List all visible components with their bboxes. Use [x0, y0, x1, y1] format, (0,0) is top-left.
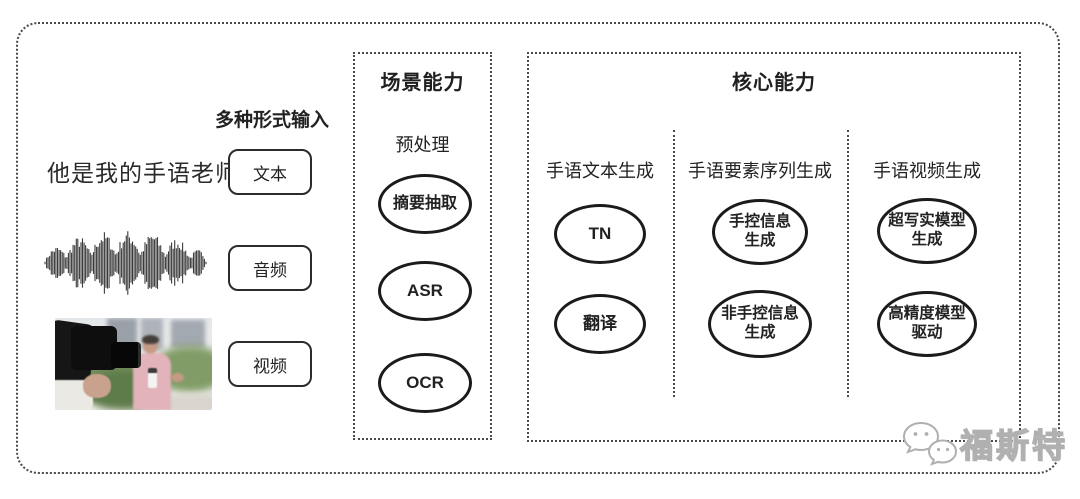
- reporter-hair: [142, 335, 159, 344]
- node-non-manual-info-generation: 非手控信息 生成: [708, 290, 812, 358]
- watermark: 福斯特: [900, 418, 1068, 468]
- camera-lens: [111, 342, 141, 368]
- scene-capability-box: 场景能力: [353, 52, 492, 440]
- column-separator: [847, 130, 849, 397]
- input-node-audio: 音频: [228, 245, 312, 291]
- node-ocr: OCR: [378, 353, 472, 413]
- node-hyperrealistic-model-generation: 超写实模型 生成: [877, 198, 977, 264]
- node-high-precision-model-driving: 高精度模型 驱动: [877, 291, 977, 357]
- column-title-video-generation: 手语视频生成: [873, 161, 981, 181]
- sample-text-sentence: 他是我的手语老师: [47, 160, 239, 186]
- node-translation: 翻译: [554, 294, 646, 354]
- core-capability-box: 核心能力: [527, 52, 1021, 442]
- cameraman-arm: [83, 374, 111, 398]
- photo-building: [171, 320, 205, 348]
- column-separator: [673, 130, 675, 397]
- input-node-video: 视频: [228, 341, 312, 387]
- reporter-microphone: [148, 368, 157, 388]
- node-asr: ASR: [378, 261, 472, 321]
- outer-dotted-border: [16, 22, 1060, 474]
- wechat-icon: [902, 421, 958, 466]
- column-title-element-sequence-generation: 手语要素序列生成: [688, 161, 832, 181]
- column-title-text-generation: 手语文本生成: [546, 161, 654, 181]
- camera-body: [71, 326, 117, 370]
- node-manual-info-generation: 手控信息 生成: [712, 199, 808, 265]
- core-box-title: 核心能力: [732, 72, 816, 94]
- scene-box-title: 场景能力: [380, 72, 465, 94]
- node-tn: TN: [554, 204, 646, 264]
- input-section-title: 多种形式输入: [214, 110, 330, 131]
- input-node-text: 文本: [228, 149, 312, 195]
- audio-waveform-icon: [44, 231, 207, 295]
- preprocess-label: 预处理: [395, 135, 450, 155]
- video-thumbnail: [55, 318, 212, 410]
- watermark-brand-text: 福斯特: [959, 426, 1068, 464]
- reporter-hand: [171, 373, 184, 382]
- node-summary-extraction: 摘要抽取: [378, 174, 472, 234]
